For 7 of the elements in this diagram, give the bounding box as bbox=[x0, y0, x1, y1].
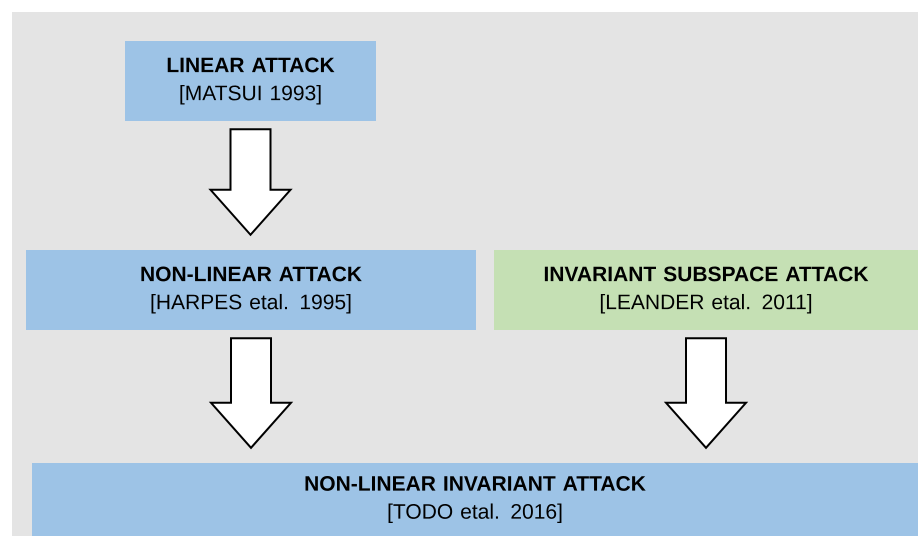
block-arrow bbox=[664, 337, 748, 450]
attack-box: NON-LINEAR ATTACK [HARPES etal. 1995] bbox=[26, 250, 476, 330]
block-arrow bbox=[208, 128, 293, 236]
block-arrow bbox=[208, 337, 294, 450]
attack-box: INVARIANT SUBSPACE ATTACK [LEANDER etal. 2011] bbox=[494, 250, 918, 330]
attack-box: LINEAR ATTACK [MATSUI 1993] bbox=[125, 41, 376, 121]
attack-box: NON-LINEAR INVARIANT ATTACK [TODO etal. 2016] bbox=[32, 463, 918, 536]
